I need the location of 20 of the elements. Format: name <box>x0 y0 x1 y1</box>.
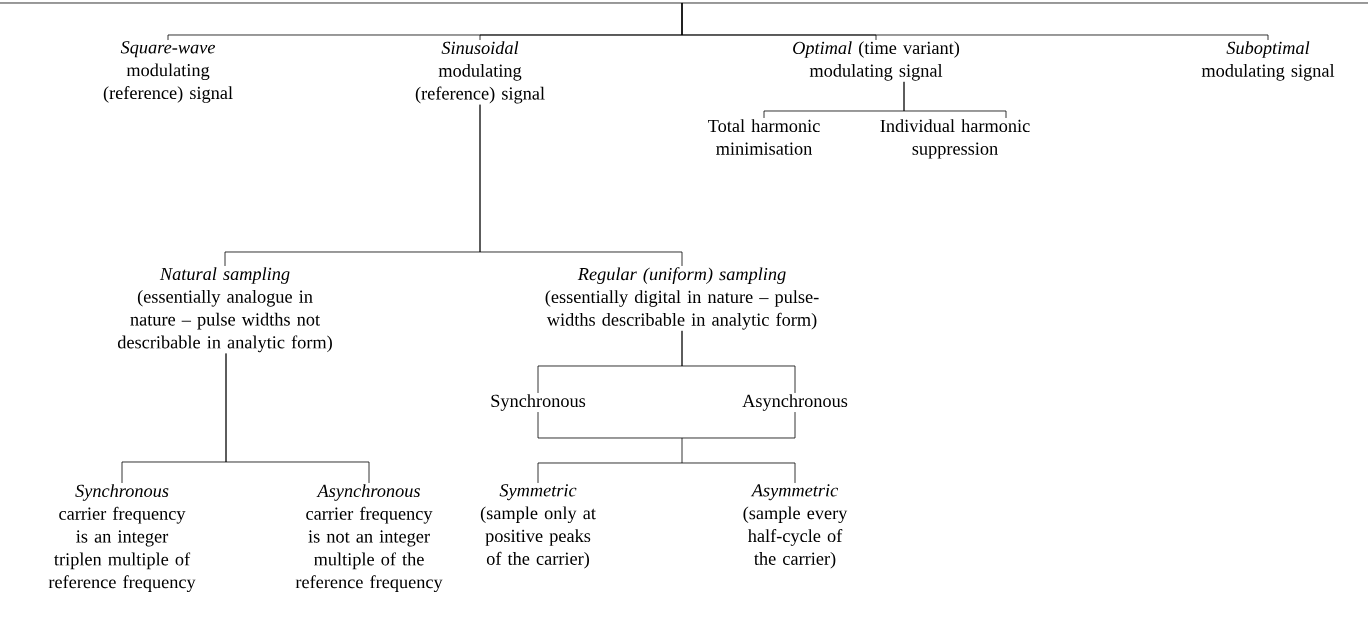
category-label: Suboptimal modulating signal <box>1201 41 1335 81</box>
connector-line <box>903 81 1007 119</box>
category-label: Synchronous <box>491 394 586 411</box>
connector-line <box>225 353 370 484</box>
category-label: Total harmonic minimisation <box>708 119 820 155</box>
category-label: Asynchronous carrier frequency is not an integer multiple of the reference frequency <box>295 484 443 593</box>
connector-line <box>681 2 1269 41</box>
connector-line <box>537 411 796 484</box>
category-label: Symmetric (sample only at positive peaks of the carrier) <box>480 484 596 569</box>
category-label: Asynchronous <box>742 394 848 411</box>
category-label: Sinusoidal modulating (reference) signal <box>415 41 545 104</box>
category-label: Square-wave modulating (reference) signal <box>103 41 233 103</box>
category-label: Asymmetric (sample every half-cycle of the carrier) <box>743 484 848 569</box>
category-label: Synchronous carrier frequency is an integer triplen multiple of reference frequency <box>48 484 196 593</box>
connector-line <box>681 330 796 394</box>
category-label: Optimal (time variant) modulating signal <box>793 41 960 81</box>
connector-line <box>479 104 683 267</box>
category-label: Natural sampling (essentially analogue in nature – pulse widths not describable in analytic form) <box>117 267 332 353</box>
category-label: Individual harmonic suppression <box>880 119 1030 159</box>
category-label: Regular (uniform) sampling (essentially digital in nature – pulse-widths describable in analytic form) <box>545 267 819 330</box>
